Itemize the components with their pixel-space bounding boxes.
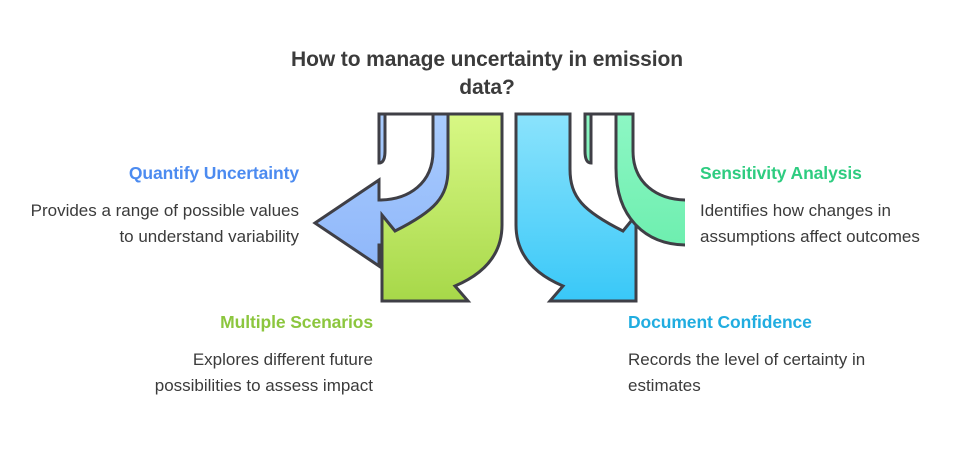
item-heading-sensitivity-analysis: Sensitivity Analysis (700, 163, 862, 183)
item-sensitivity-analysis: Sensitivity Analysis Identifies how chan… (700, 163, 955, 250)
item-body-document-confidence: Records the level of certainty in estima… (628, 349, 866, 395)
item-multiple-scenarios: Multiple Scenarios Explores different fu… (131, 312, 373, 399)
item-heading-multiple-scenarios: Multiple Scenarios (220, 312, 373, 332)
item-heading-document-confidence: Document Confidence (628, 312, 812, 332)
page-title: How to manage uncertainty in emission da… (291, 48, 683, 99)
item-heading-quantify-uncertainty: Quantify Uncertainty (128, 163, 299, 183)
arrow-down-right-cyan (514, 112, 638, 303)
arrow-graphic (305, 105, 754, 325)
item-quantify-uncertainty: Quantify Uncertainty Provides a range of… (21, 163, 299, 250)
item-body-sensitivity-analysis: Identifies how changes in assumptions af… (700, 200, 920, 246)
arrow-down-left-lime (380, 112, 504, 303)
item-body-multiple-scenarios: Explores different future possibilities … (154, 349, 373, 395)
item-body-quantify-uncertainty: Provides a range of possible values to u… (30, 200, 299, 246)
item-document-confidence: Document Confidence Records the level of… (628, 312, 918, 399)
